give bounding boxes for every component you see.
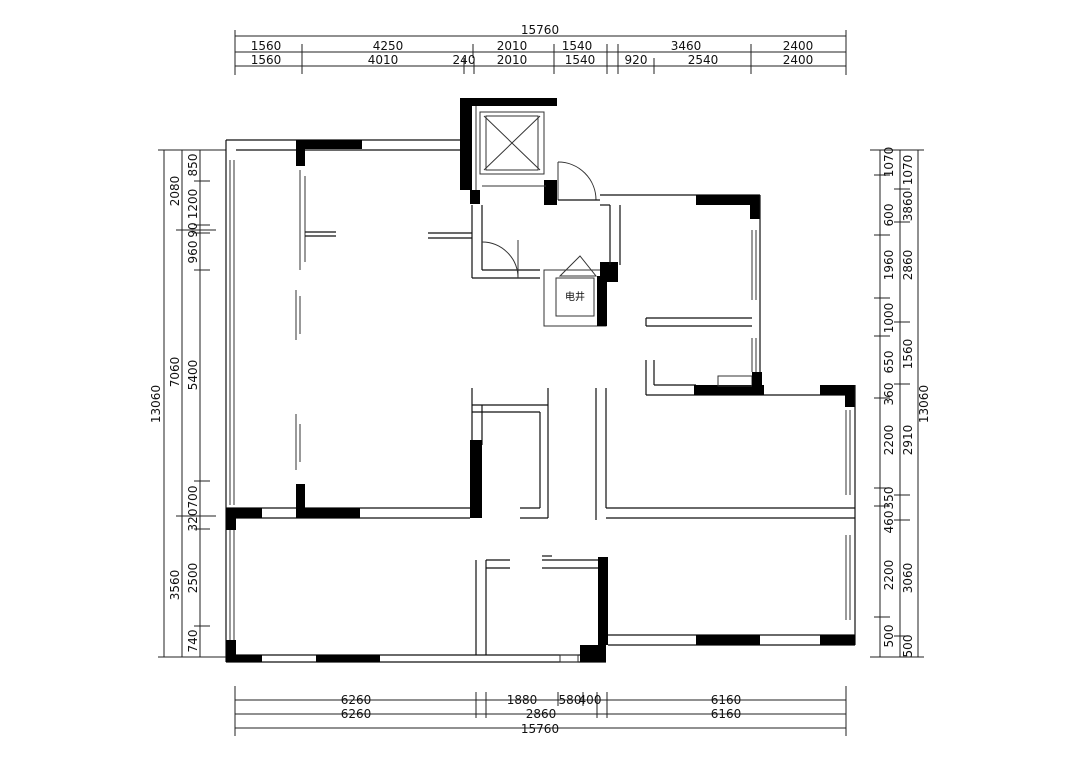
- top-r2-d1: 1560: [251, 53, 282, 67]
- bottom-r2-d1: 6260: [341, 707, 372, 721]
- top-r2-d3: 240: [453, 53, 476, 67]
- top-r2-d4: 2010: [497, 53, 528, 67]
- top-r2-d2: 4010: [368, 53, 399, 67]
- right-c2-d6: 3060: [901, 563, 915, 594]
- right-c2-d1: 1070: [901, 155, 915, 186]
- bottom-r2-d3: 6160: [711, 707, 742, 721]
- bottom-r1-d5: 6160: [711, 693, 742, 707]
- top-r2-d6: 920: [625, 53, 648, 67]
- electric-shaft-label: 电井: [565, 290, 585, 303]
- top-r1-d3: 2010: [497, 39, 528, 53]
- bottom-r1-d2: 1880: [507, 693, 538, 707]
- left-c3-d6: 320: [186, 509, 200, 532]
- bottom-r1-d1: 6260: [341, 693, 372, 707]
- right-c3-d4: 1000: [882, 303, 896, 334]
- left-c3-d3: 90: [186, 222, 200, 237]
- right-c3-d2: 600: [882, 204, 896, 227]
- right-c3-d9: 460: [882, 511, 896, 534]
- right-c3-d6: 360: [882, 383, 896, 406]
- bottom-r1-d3: 580: [559, 693, 582, 707]
- left-c3-d7: 700: [186, 486, 200, 509]
- right-c3-d5: 650: [882, 351, 896, 374]
- left-c3-d1: 850: [186, 154, 200, 177]
- top-r1-d6: 2400: [783, 39, 814, 53]
- top-r1-d2: 4250: [373, 39, 404, 53]
- left-c2-d3: 3560: [168, 570, 182, 601]
- left-c3-d8: 2500: [186, 563, 200, 594]
- bottom-r2-d2: 2860: [526, 707, 557, 721]
- right-c3-d3: 1960: [882, 250, 896, 281]
- top-total-dim: 15760: [521, 23, 559, 37]
- top-r1-d5: 3460: [671, 39, 702, 53]
- left-total-dim: 13060: [149, 385, 163, 423]
- right-c2-d2: 3860: [901, 191, 915, 222]
- top-r2-d5: 1540: [565, 53, 596, 67]
- right-dimensions: 13060 1070 3860 2860 1560 2910 3060 500 …: [870, 147, 931, 658]
- bottom-dimensions: 6260 1880 580 400 6160 6260 2860 6160 15…: [234, 686, 847, 736]
- left-c3-d2: 1200: [186, 189, 200, 220]
- elevator-car: [479, 111, 545, 175]
- left-c2-d2: 7060: [168, 357, 182, 388]
- right-c2-d4: 1560: [901, 339, 915, 370]
- left-c2-d1: 2080: [168, 176, 182, 207]
- door-arc: [557, 161, 597, 201]
- left-c3-d4: 960: [186, 241, 200, 264]
- top-r1-d1: 1560: [251, 39, 282, 53]
- bottom-r1-d4: 400: [579, 693, 602, 707]
- right-c2-d7: 500: [901, 635, 915, 658]
- right-c2-d3: 2860: [901, 250, 915, 281]
- right-c3-d8: 350: [882, 487, 896, 510]
- left-dimensions: 13060 2080 7060 3560 850 1200 90 960 540…: [149, 149, 226, 658]
- top-r1-d4: 1540: [562, 39, 593, 53]
- left-c3-d5: 5400: [186, 360, 200, 391]
- top-r2-d7: 2540: [688, 53, 719, 67]
- right-c3-d10: 2200: [882, 560, 896, 591]
- right-total-dim: 13060: [917, 385, 931, 423]
- bottom-total-dim: 15760: [521, 722, 559, 736]
- right-c3-d7: 2200: [882, 425, 896, 456]
- left-c3-d9: 740: [186, 630, 200, 653]
- top-dimensions: 15760 1560 4250 2010 1540 3460 2400 1560…: [234, 23, 847, 75]
- top-r2-d8: 2400: [783, 53, 814, 67]
- right-c2-d5: 2910: [901, 425, 915, 456]
- right-c3-d1: 1070: [882, 147, 896, 178]
- plan-walls: 电井: [225, 98, 856, 663]
- column-block: [296, 140, 362, 149]
- right-c3-d11: 500: [882, 625, 896, 648]
